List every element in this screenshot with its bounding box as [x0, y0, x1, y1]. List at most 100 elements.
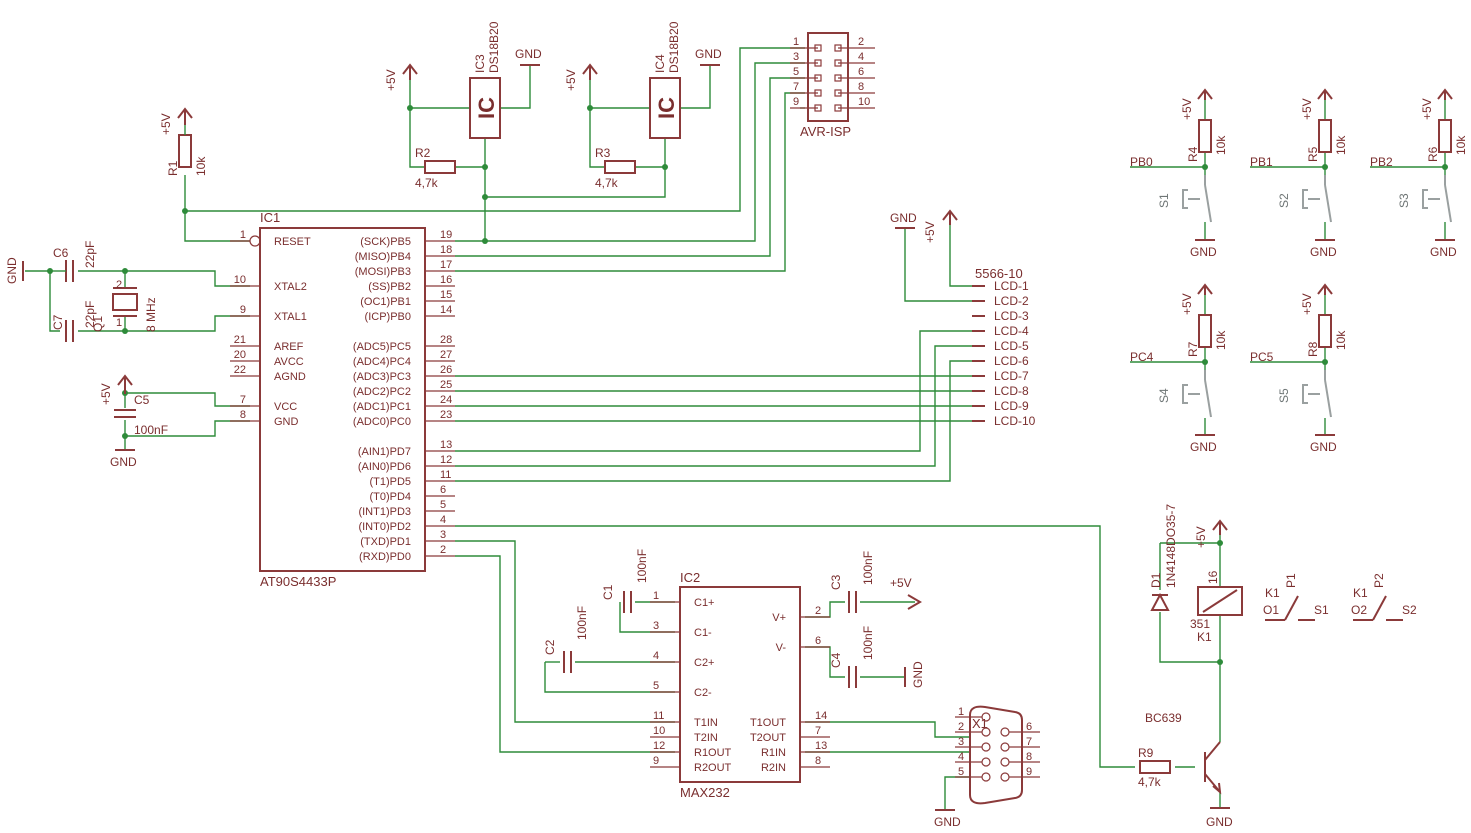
- svg-text:+5V: +5V: [923, 221, 937, 243]
- ic2-pin-number: 14: [815, 710, 827, 722]
- r9-name: R9: [1138, 746, 1154, 760]
- c6-capacitor: C6 22pF: [50, 241, 97, 282]
- isp-pin-number: 4: [858, 51, 864, 63]
- ic2-pin-name: T1IN: [694, 717, 718, 729]
- gnd-label: GND: [695, 47, 722, 61]
- x1-pin-hole: [981, 772, 991, 782]
- ic1-pin-number: 18: [440, 244, 452, 256]
- isp-pin-number: 2: [858, 36, 864, 48]
- net-label: PB2: [1370, 155, 1393, 169]
- svg-text:GND: GND: [890, 211, 917, 225]
- switch-blade: [1324, 184, 1332, 223]
- isp-pin-number: 9: [793, 96, 799, 108]
- svg-text:+5V: +5V: [890, 576, 912, 590]
- x1-pin-hole: [1000, 727, 1010, 737]
- x1-pin-number: 7: [1026, 736, 1032, 748]
- ic1-pin-number: 27: [440, 349, 452, 361]
- ic1-pin-name: (ADC4)PC4: [353, 356, 411, 368]
- isp-pin-pad: [834, 104, 842, 112]
- ic2-max232: IC2 MAX232 1C1+3C1-4C2+5C2-11T1IN10T2IN1…: [650, 570, 830, 800]
- ic1-pin-number: 2: [440, 544, 446, 556]
- ic1-pin-number: 23: [440, 409, 452, 421]
- svg-text:GND: GND: [911, 661, 925, 688]
- isp-name: AVR-ISP: [800, 124, 851, 139]
- gnd-label: GND: [1430, 245, 1457, 259]
- ic1-pin-number: 28: [440, 334, 452, 346]
- ic2-pin-name: C1+: [694, 597, 715, 609]
- isp-pin-number: 3: [793, 51, 799, 63]
- sensor-name: IC4: [653, 54, 667, 73]
- switch-name: S4: [1157, 388, 1171, 403]
- junctions: [47, 105, 1448, 665]
- c7-capacitor: C7 22pF: [51, 301, 97, 342]
- switch-blade: [1324, 379, 1332, 418]
- x1-pin-number: 5: [958, 766, 964, 778]
- ic1-pin-number: 19: [440, 229, 452, 241]
- ic1-pin-number: 21: [234, 334, 246, 346]
- ic2-pin-name: C2+: [694, 657, 715, 669]
- pullup-resistor-name: R3: [595, 146, 611, 160]
- isp-pin-number: 5: [793, 66, 799, 78]
- pullup-resistor-value: 10k: [1454, 135, 1468, 155]
- ic2-pin-number: 7: [815, 725, 821, 737]
- ic1-pin-number: 22: [234, 364, 246, 376]
- isp-pin-number: 10: [858, 96, 870, 108]
- switch-actuator: [1182, 384, 1188, 404]
- ic2-pin-number: 4: [653, 650, 659, 662]
- ic1-pin-name: (ICP)PB0: [365, 311, 411, 323]
- ic2-pin-name: R2OUT: [694, 762, 732, 774]
- ic2-pin-name: C1-: [694, 627, 712, 639]
- pullup-resistor-value: 10k: [1214, 330, 1228, 350]
- c6-value: 22pF: [83, 241, 97, 268]
- lcd-pin-label: LCD-8: [994, 384, 1029, 398]
- ic2-pin-name: R1OUT: [694, 747, 732, 759]
- ic1-pin-name: (T0)PD4: [369, 491, 411, 503]
- sensor-body: [649, 77, 681, 139]
- ic2-pin-name: V+: [772, 612, 786, 624]
- switch-blade: [1444, 184, 1452, 223]
- contact-o: O1: [1263, 603, 1279, 617]
- diode-part: 1N4148DO35-7: [1164, 504, 1178, 588]
- x1-name: X1: [972, 716, 988, 731]
- isp-pin-number: 8: [858, 81, 864, 93]
- ic2-pin-number: 5: [653, 680, 659, 692]
- gnd-c5: GND: [110, 449, 137, 469]
- ic2-pin-number: 3: [653, 620, 659, 632]
- pullup-resistor-value: 4,7k: [415, 176, 439, 190]
- lcd-power: GND +5V: [890, 209, 958, 243]
- gnd-label: GND: [1190, 245, 1217, 259]
- gnd-label: GND: [1190, 440, 1217, 454]
- diode-name: D1: [1149, 572, 1163, 588]
- ic1-pin-number: 16: [440, 274, 452, 286]
- sensor-glyph: IC: [654, 97, 679, 119]
- isp-pin-pad: [814, 74, 822, 82]
- pullup-resistor-name: R8: [1306, 341, 1320, 357]
- ic1-pin-name: AGND: [274, 371, 306, 383]
- vcc-c5: +5V: [99, 374, 133, 405]
- ic2-pin-number: 11: [653, 710, 664, 722]
- isp-pin-number: 7: [793, 81, 799, 93]
- x1-pin-hole: [981, 712, 991, 722]
- ic1-pin-number: 6: [440, 484, 446, 496]
- max-power: +5V GND GND: [890, 576, 961, 829]
- vcc-label: +5V: [564, 69, 578, 91]
- vcc-r1: +5V: [159, 107, 193, 135]
- vcc-label: +5V: [1300, 293, 1314, 315]
- net-label: PC5: [1250, 350, 1274, 364]
- r1-value: 10k: [194, 156, 208, 176]
- x1-pin-number: 8: [1026, 751, 1032, 763]
- ic1-pin-name: RESET: [274, 236, 311, 248]
- isp-pin-number: 6: [858, 66, 864, 78]
- x1-pin-hole: [1000, 757, 1010, 767]
- switch-actuator: [1302, 384, 1308, 404]
- ic1-pin-name: XTAL2: [274, 281, 307, 293]
- ic1-pin-number: 25: [440, 379, 452, 391]
- net-label: PC4: [1130, 350, 1154, 364]
- x1-pin-number: 4: [958, 751, 964, 763]
